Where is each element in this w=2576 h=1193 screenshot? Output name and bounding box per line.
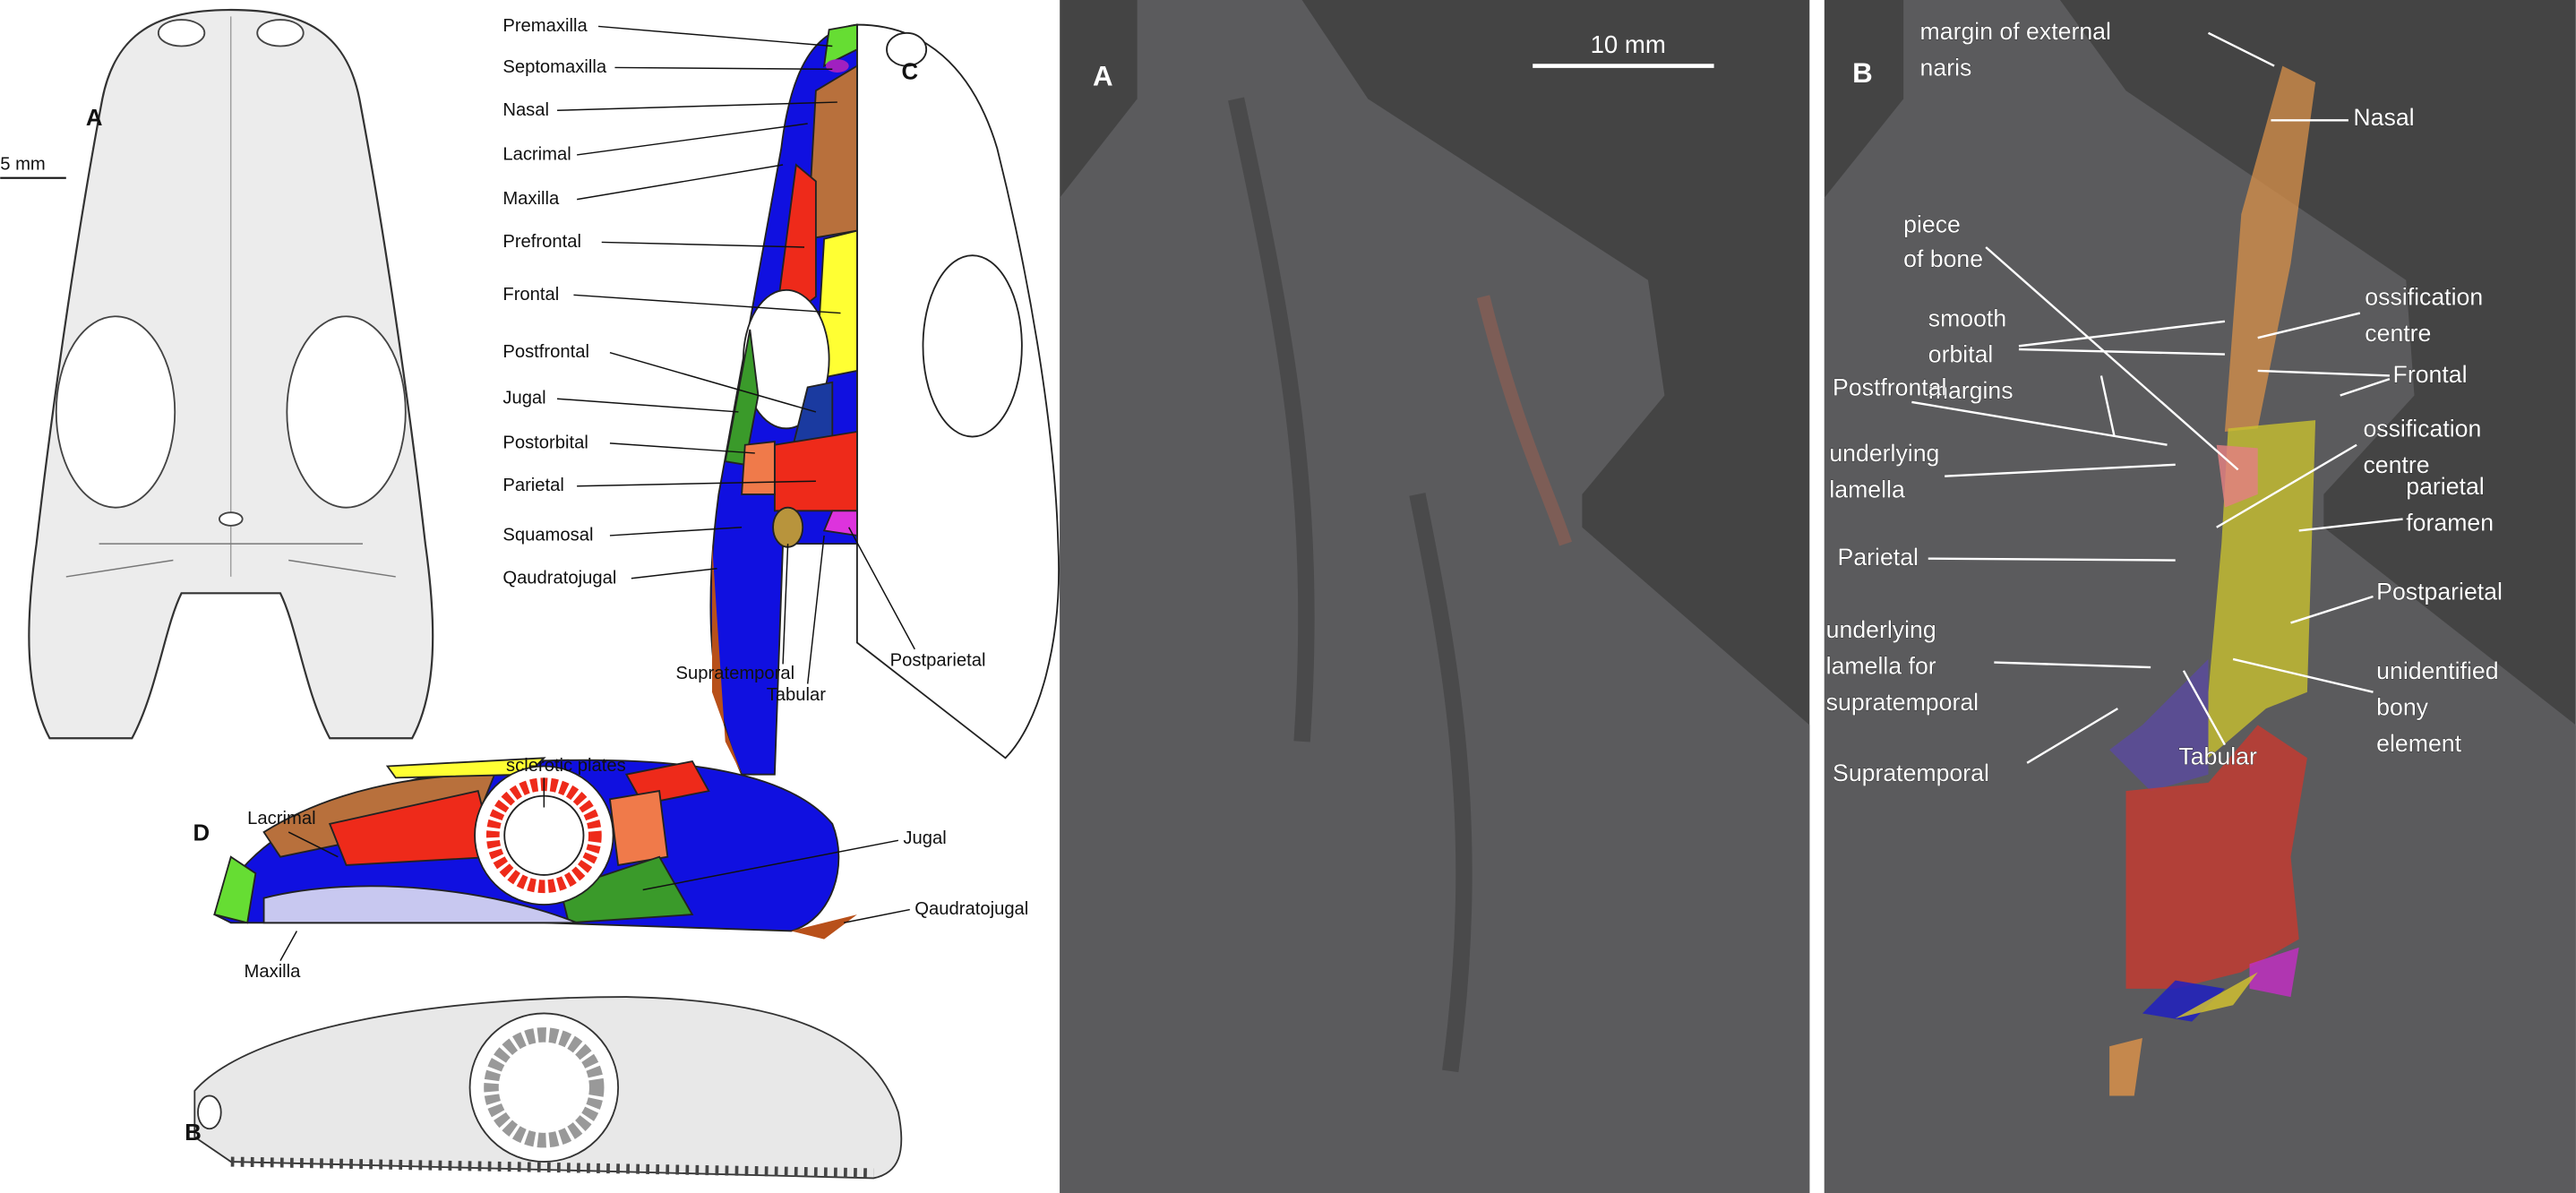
- label-qaudratojugal: Qaudratojugal: [502, 568, 616, 588]
- label-tabular: Tabular: [767, 685, 827, 705]
- label-margins: margins: [1928, 377, 2014, 404]
- label-postparietal: Postparietal: [890, 650, 986, 670]
- label-jugal: Jugal: [502, 389, 545, 408]
- drawing-c-callouts: Premaxilla Septomaxilla Nasal Lacrimal M…: [502, 16, 985, 705]
- overlay-nasal: [2224, 65, 2316, 433]
- label-d-maxilla: Maxilla: [245, 962, 302, 982]
- label-ossification-centre-2: ossification: [2363, 416, 2481, 442]
- photo-b-label: B: [1852, 57, 1873, 89]
- label-supratemporal-b: Supratemporal: [1833, 760, 1989, 786]
- label-nasal-b: Nasal: [2353, 104, 2414, 131]
- label-underlying-2: underlying: [1826, 616, 1936, 643]
- drawing-b-skull-lateral: [193, 996, 903, 1180]
- drawing-c-skull: [709, 23, 1060, 776]
- scale-bar-label-10mm: 10 mm: [1591, 30, 1666, 58]
- overlay-supratemporal: [2109, 1038, 2142, 1096]
- label-postorbital: Postorbital: [502, 433, 588, 452]
- drawing-c-label: C: [902, 59, 919, 84]
- label-squamosal: Squamosal: [502, 525, 593, 545]
- label-parietal-foramen: parietal: [2406, 473, 2484, 500]
- label-septomaxilla: Septomaxilla: [502, 57, 607, 77]
- drawing-d-callouts: sclerotic plates Lacrimal Jugal Qaudrato…: [245, 756, 1029, 982]
- label-frontal: Frontal: [502, 285, 559, 305]
- label-ossification-centre-1: ossification: [2365, 283, 2483, 310]
- label-unidentified: unidentified: [2376, 657, 2498, 684]
- photo-b-fossil-annotated: [1824, 0, 2576, 1193]
- label-sclerotic-plates: sclerotic plates: [506, 756, 626, 776]
- label-postfrontal: Postfrontal: [502, 342, 589, 362]
- label-naris: naris: [1920, 55, 1972, 82]
- label-underlying: underlying: [1829, 440, 1939, 467]
- label-lamella-for: lamella for: [1826, 652, 1936, 679]
- label-supratemporal-lamella: supratemporal: [1826, 689, 1979, 716]
- label-orbital: orbital: [1928, 341, 1994, 368]
- label-margin-external-naris: margin of external: [1920, 18, 2111, 45]
- label-postparietal-b: Postparietal: [2376, 579, 2503, 605]
- label-foramen: foramen: [2406, 509, 2494, 536]
- drawing-a-label: A: [86, 106, 103, 131]
- label-frontal-b: Frontal: [2393, 361, 2468, 388]
- label-d-qaudratojugal: Qaudratojugal: [914, 899, 1028, 919]
- drawing-a-skull-dorsal: [28, 8, 434, 740]
- label-premaxilla: Premaxilla: [502, 16, 588, 36]
- label-d-lacrimal: Lacrimal: [247, 809, 315, 828]
- drawing-d-label: D: [193, 820, 210, 845]
- label-lamella: lamella: [1829, 476, 1905, 503]
- label-bony: bony: [2376, 693, 2428, 720]
- label-parietal: Parietal: [502, 476, 564, 495]
- label-supratemporal: Supratemporal: [676, 664, 795, 683]
- label-lacrimal: Lacrimal: [502, 144, 571, 164]
- photo-b-callouts: margin of external naris Nasal piece of …: [1825, 18, 2503, 787]
- label-d-jugal: Jugal: [903, 828, 946, 848]
- overlay-tabular: [2142, 980, 2225, 1022]
- label-prefrontal: Prefrontal: [502, 232, 581, 252]
- label-of-bone: of bone: [1903, 245, 1983, 272]
- label-nasal: Nasal: [502, 100, 549, 120]
- scale-bar-label-5mm: 5 mm: [0, 154, 46, 174]
- label-tabular-b: Tabular: [2178, 743, 2257, 770]
- drawing-b-label: B: [185, 1120, 202, 1146]
- label-postfrontal-b: Postfrontal: [1833, 374, 1946, 401]
- label-maxilla: Maxilla: [502, 189, 560, 209]
- label-centre-1: centre: [2365, 320, 2431, 347]
- drawing-d-skull-lateral: [213, 757, 857, 940]
- photo-a-fossil: [1060, 0, 1810, 1193]
- label-element: element: [2376, 730, 2461, 757]
- photo-a-label: A: [1093, 61, 1113, 92]
- label-smooth: smooth: [1928, 305, 2006, 331]
- label-parietal-b: Parietal: [1838, 544, 1919, 571]
- overlay-parietal: [2125, 725, 2307, 989]
- overlay-frontal: [2208, 420, 2316, 759]
- overlay-postfrontal: [2109, 658, 2209, 792]
- label-centre-2: centre: [2363, 451, 2429, 478]
- label-piece: piece: [1903, 210, 1961, 237]
- overlay-postparietal: [2249, 947, 2299, 998]
